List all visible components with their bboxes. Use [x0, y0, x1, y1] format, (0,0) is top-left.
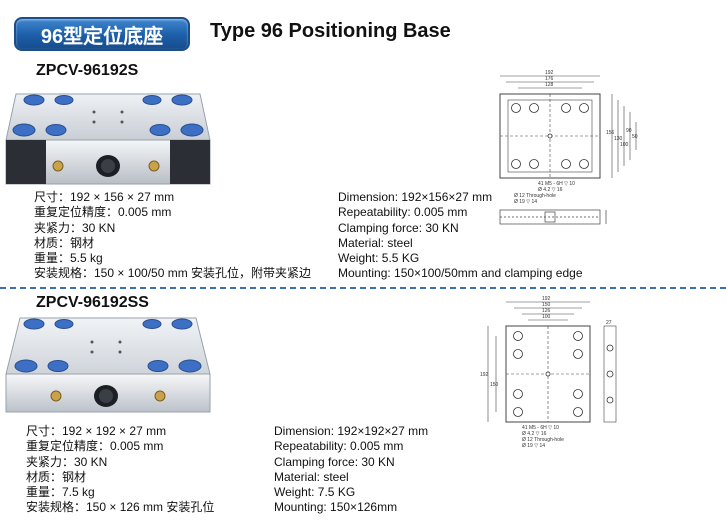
spec-en-repeatability: Repeatability: 0.005 mm [338, 205, 468, 220]
specs-en-2: Dimension: 192×192×27 mm Repeatability: … [274, 424, 428, 516]
note-1: 41 M5 - 6H ▽ 10 [538, 181, 575, 187]
spec-en-clamping: Clamping force: 30 KN [274, 454, 395, 469]
spec-en-weight: Weight: 7.5 KG [274, 485, 356, 500]
spec-en-mounting: Mounting: 150×100/50mm and clamping edge [338, 266, 583, 281]
technical-drawing-2: 192 150 126 100 192 150 27 41 M5 - 6H ▽ … [480, 296, 617, 449]
note-2: Ø 4.2 ▽ 16 [522, 431, 547, 437]
specs-cn-1: 尺寸：192 × 156 × 27 mm 重复定位精度：0.005 mm 夹紧力… [34, 190, 311, 282]
note-3: Ø 12 Through-hole [514, 193, 556, 199]
spec-cn-material: 材质：钢材 [26, 469, 87, 484]
dim-right-3: 100 [620, 142, 629, 148]
dim-top-2: 150 [542, 302, 551, 308]
spec-cn-material: 材质：钢材 [34, 235, 95, 250]
dim-left-1: 192 [480, 372, 489, 378]
note-3: Ø 12 Through-hole [522, 437, 564, 443]
dim-side: 27 [606, 320, 612, 326]
spec-en-material: Material: steel [274, 469, 349, 484]
note-1: 41 M5 - 6H ▽ 10 [522, 425, 559, 431]
spec-en-mounting: Mounting: 150×126mm [274, 500, 398, 515]
spec-cn-dimension: 尺寸：192 × 192 × 27 mm [26, 424, 167, 438]
note-2: Ø 4.2 ▽ 16 [538, 187, 563, 193]
dim-left-2: 150 [490, 382, 499, 388]
dim-top-1: 192 [542, 296, 551, 302]
dim-top-3: 126 [542, 308, 551, 314]
model-name-1: ZPCV-96192S [36, 62, 139, 79]
spec-en-dimension: Dimension: 192×156×27 mm [338, 190, 493, 204]
spec-en-clamping: Clamping force: 30 KN [338, 220, 459, 235]
spec-cn-clamping: 夹紧力：30 KN [26, 454, 108, 469]
specs-en-1: Dimension: 192×156×27 mm Repeatability: … [338, 190, 583, 282]
specs-cn-2: 尺寸：192 × 192 × 27 mm 重复定位精度：0.005 mm 夹紧力… [26, 424, 214, 516]
dim-top-2: 176 [545, 76, 554, 82]
spec-en-dimension: Dimension: 192×192×27 mm [274, 424, 429, 438]
spec-en-material: Material: steel [338, 235, 413, 250]
dim-top-4: 100 [542, 314, 551, 320]
section-badge: 96型定位底座 [14, 17, 190, 51]
note-4: Ø 19 ▽ 14 [514, 199, 537, 205]
dim-right-2: 130 [614, 136, 623, 142]
technical-drawing-1: 192 176 128 156 130 100 90 50 41 M5 - 6H… [499, 70, 638, 225]
dim-right-4: 90 [626, 128, 632, 134]
product-photo-1 [5, 93, 211, 185]
dim-right-5: 50 [632, 134, 638, 140]
spec-cn-weight: 重量：7.5 kg [26, 485, 95, 500]
note-4: Ø 19 ▽ 14 [522, 443, 545, 449]
dim-top-1: 192 [545, 70, 554, 76]
spec-cn-mounting: 安装规格：150 × 100/50 mm 安装孔位，附带夹紧边 [34, 266, 312, 281]
spec-cn-repeatability: 重复定位精度：0.005 mm [34, 205, 172, 220]
spec-cn-dimension: 尺寸：192 × 156 × 27 mm [34, 190, 175, 204]
spec-cn-mounting: 安装规格：150 × 126 mm 安装孔位 [26, 500, 215, 515]
dim-top-3: 128 [545, 82, 554, 88]
spec-en-repeatability: Repeatability: 0.005 mm [274, 439, 404, 454]
spec-en-weight: Weight: 5.5 KG [338, 251, 420, 266]
dim-right-1: 156 [606, 130, 615, 136]
page-title: Type 96 Positioning Base [210, 20, 451, 42]
spec-cn-weight: 重量：5.5 kg [34, 251, 103, 266]
spec-cn-clamping: 夹紧力：30 KN [34, 220, 116, 235]
section-divider [0, 287, 726, 289]
spec-cn-repeatability: 重复定位精度：0.005 mm [26, 439, 164, 454]
model-name-2: ZPCV-96192SS [36, 294, 149, 311]
product-photo-2 [5, 317, 211, 413]
